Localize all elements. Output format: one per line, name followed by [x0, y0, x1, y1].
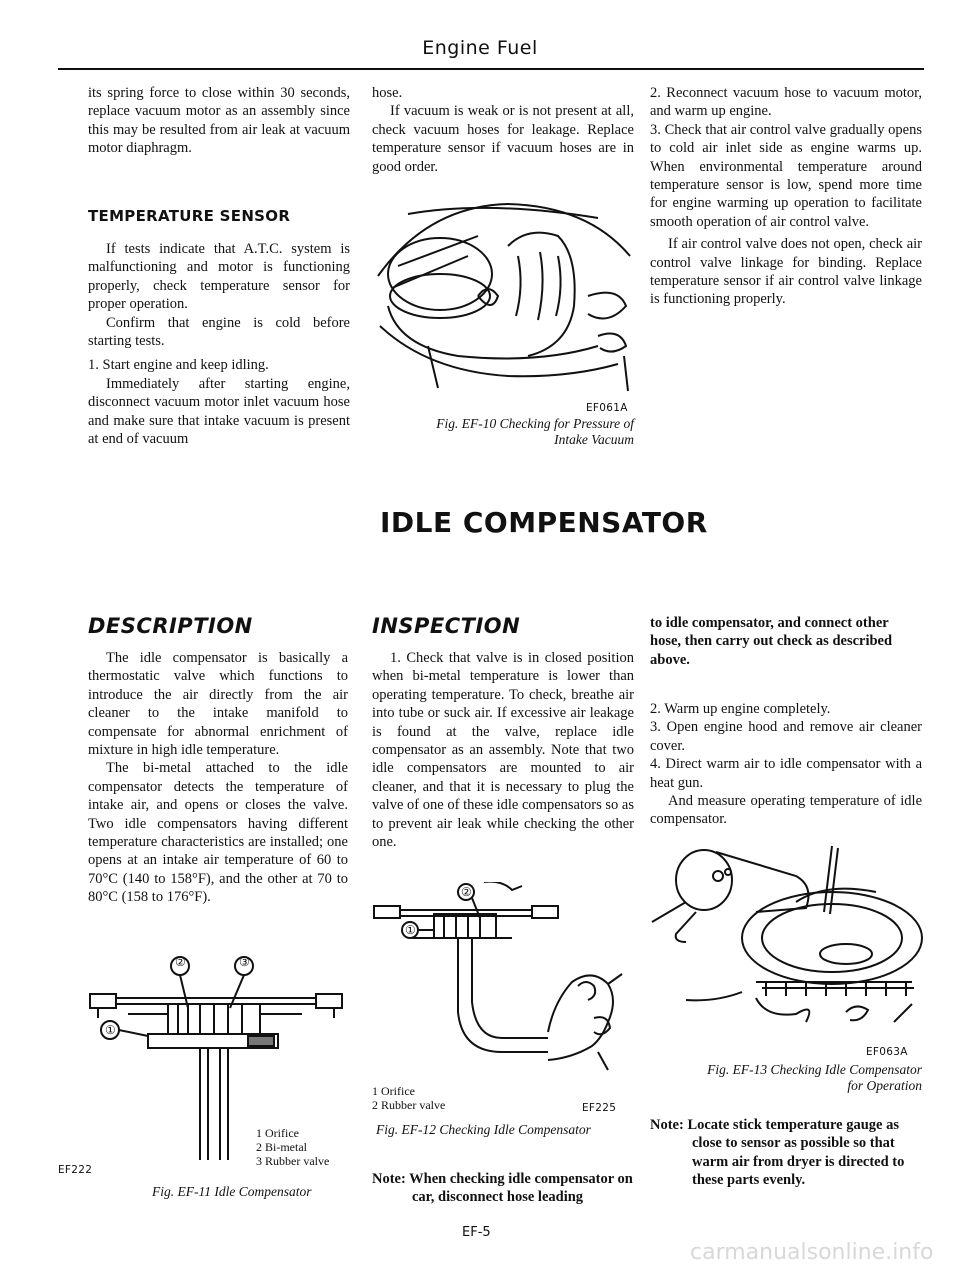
- col2-top-text: hose. If vacuum is weak or is not presen…: [372, 84, 634, 176]
- step-3: 3. Check that air control valve graduall…: [650, 121, 922, 230]
- fig-ef11-callout: ②: [175, 955, 186, 969]
- paragraph: Confirm that engine is cold before start…: [88, 314, 350, 350]
- step-1: 1. Start engine and keep idling.: [88, 357, 269, 374]
- fig-ef11-callout: ③: [239, 955, 250, 969]
- paragraph: And measure operating temperature of idl…: [650, 793, 922, 828]
- inspection-text: 1. Check that valve is in closed positio…: [372, 649, 634, 851]
- paragraph: Immediately after starting engine, disco…: [88, 375, 350, 448]
- inspection-note: Note: When checking idle compensator on …: [372, 1171, 633, 1206]
- legend-item: 3 Rubber valve: [256, 1154, 330, 1168]
- fig-ef12-legend: 1 Orifice 2 Rubber valve: [372, 1084, 445, 1112]
- paragraph: 1. Check that valve is in closed positio…: [372, 650, 634, 851]
- col1-top-text-2: If tests indicate that A.T.C. system is …: [88, 240, 350, 448]
- caption-line: Fig. EF-13 Checking Idle Compensator: [707, 1062, 922, 1077]
- col3-note: Note: Locate stick temperature gauge as …: [650, 1117, 905, 1189]
- paragraph: The bi-metal attached to the idle compen…: [88, 760, 348, 906]
- col3-top-text: 2. Reconnect vacuum hose to vacuum motor…: [650, 84, 922, 309]
- header-rule: [58, 68, 924, 70]
- fig-ef13-code: EF063A: [866, 1046, 908, 1058]
- fig-ef13-caption: Fig. EF-13 Checking Idle Compensator for…: [650, 1062, 922, 1094]
- caption-line: Intake Vacuum: [554, 432, 634, 447]
- fig-ef12-code: EF225: [582, 1102, 617, 1114]
- description-text: The idle compensator is basically a ther…: [88, 649, 348, 907]
- step-2: 2. Reconnect vacuum hose to vacuum motor…: [650, 85, 922, 120]
- fig-ef11-illustration: [89, 956, 343, 1160]
- col3-bottom-text: 2. Warm up engine completely. 3. Open en…: [650, 700, 922, 829]
- legend-item: 2 Rubber valve: [372, 1098, 446, 1112]
- fig-ef12-callout: ②: [461, 885, 472, 899]
- fig-ef11-callout: ①: [105, 1023, 116, 1037]
- page-number: EF-5: [462, 1225, 491, 1240]
- legend-item: 1 Orifice: [256, 1126, 299, 1140]
- fig-ef13-illustration: [651, 845, 923, 1023]
- description-heading: DESCRIPTION: [88, 614, 253, 638]
- fig-ef11-code: EF222: [58, 1164, 93, 1176]
- fig-ef11-caption: Fig. EF-11 Idle Compensator: [152, 1184, 312, 1199]
- caption-line: Fig. EF-10 Checking for Pressure of: [436, 416, 634, 431]
- step-3: 3. Open engine hood and remove air clean…: [650, 719, 922, 754]
- paragraph: If vacuum is weak or is not present at a…: [372, 103, 634, 175]
- paragraph: If tests indicate that A.T.C. system is …: [88, 241, 350, 313]
- fig-ef12-illustration: [373, 882, 623, 1071]
- legend-item: 1 Orifice: [372, 1084, 415, 1098]
- fig-ef10-code: EF061A: [586, 402, 628, 414]
- fig-ef12-callout: ①: [405, 923, 416, 937]
- fig-ef10-caption: Fig. EF-10 Checking for Pressure of Inta…: [372, 416, 634, 448]
- fig-ef10-illustration: [377, 202, 631, 392]
- paragraph: The idle compensator is basically a ther…: [88, 650, 348, 759]
- paragraph: its spring force to close within 30 seco…: [88, 85, 350, 157]
- inspection-heading: INSPECTION: [372, 614, 521, 638]
- note-continuation: to idle compensator, and connect other h…: [650, 615, 893, 668]
- page-header-title: Engine Fuel: [422, 37, 538, 59]
- temperature-sensor-heading: TEMPERATURE SENSOR: [88, 207, 291, 225]
- fig-ef11-legend: 1 Orifice 2 Bi-metal 3 Rubber valve: [256, 1126, 329, 1168]
- section-title: IDLE COMPENSATOR: [380, 506, 708, 539]
- paragraph: hose.: [372, 85, 403, 101]
- step-2: 2. Warm up engine completely.: [650, 701, 831, 717]
- legend-item: 2 Bi-metal: [256, 1140, 307, 1154]
- step-4: 4. Direct warm air to idle compensator w…: [650, 756, 922, 791]
- col1-top-text: its spring force to close within 30 seco…: [88, 84, 350, 158]
- paragraph: If air control valve does not open, chec…: [650, 236, 922, 308]
- caption-line: for Operation: [847, 1078, 922, 1093]
- watermark: carmanualsonline.info: [690, 1240, 934, 1265]
- fig-ef12-caption: Fig. EF-12 Checking Idle Compensator: [376, 1122, 591, 1137]
